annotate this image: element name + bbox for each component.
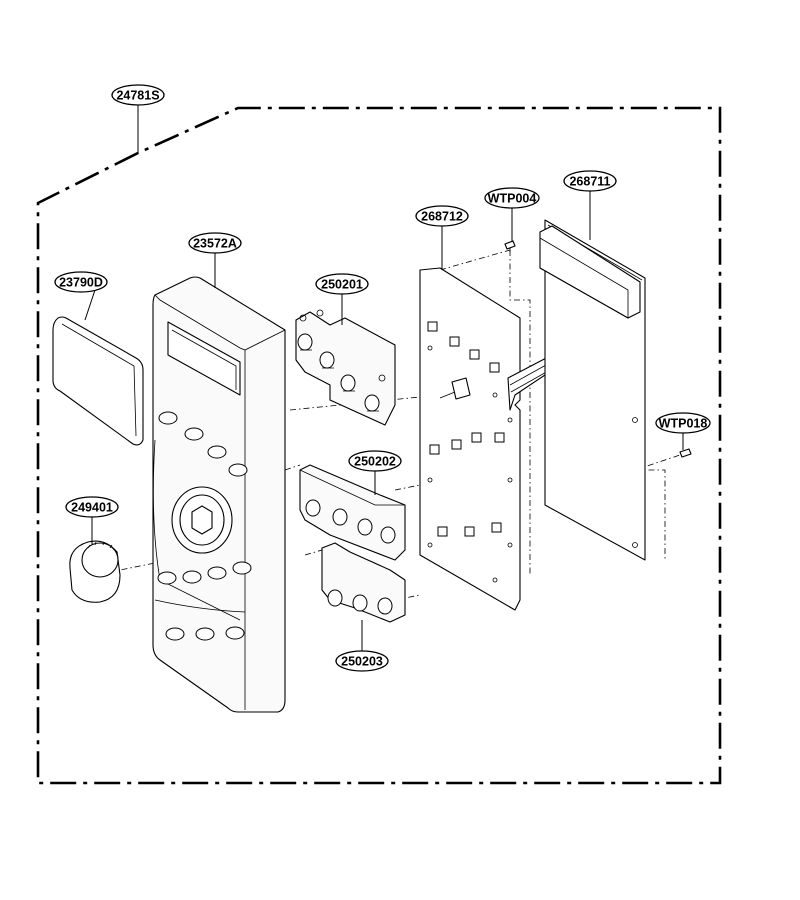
callout-assembly: 24781S — [111, 84, 165, 106]
callout-pcb-display: 268711 — [563, 170, 617, 192]
assembly-boundary — [36, 106, 722, 785]
callout-button-set-lower: 250203 — [335, 650, 389, 672]
callout-button-set-upper: 250201 — [315, 273, 369, 295]
knob-part — [69, 540, 121, 603]
control-panel-part — [152, 276, 286, 713]
callout-label-button-set-lower: 250203 — [341, 655, 383, 669]
callout-label-button-set-upper: 250201 — [321, 278, 363, 292]
button-set-lower-part — [321, 542, 406, 623]
pcb-display-part — [539, 219, 646, 561]
screw-upper-part — [504, 240, 516, 252]
callout-label-screw-upper: WTP004 — [488, 192, 537, 206]
leader-lines — [84, 104, 684, 652]
button-set-upper-part — [295, 309, 396, 426]
callout-control-panel: 23572A — [188, 232, 242, 254]
callout-pcb-main: 268712 — [415, 205, 469, 227]
callout-labels: 24781S 23790D 23572A 249401 250201 25020… — [54, 84, 711, 672]
callout-knob: 249401 — [65, 496, 119, 518]
callout-label-screw-lower: WTP018 — [659, 417, 708, 431]
callout-screw-lower: WTP018 — [655, 412, 711, 434]
callout-label-display-window: 23790D — [59, 276, 103, 290]
callout-label-knob: 249401 — [71, 501, 113, 515]
callout-display-window: 23790D — [54, 271, 108, 293]
pcb-main-part — [419, 267, 561, 611]
button-set-middle-part — [299, 464, 406, 561]
screw-lower-part — [679, 448, 692, 458]
callout-screw-upper: WTP004 — [484, 187, 540, 209]
callout-label-pcb-display: 268711 — [569, 175, 610, 189]
callout-label-assembly: 24781S — [116, 89, 159, 103]
display-window-part — [52, 316, 144, 446]
callout-button-set-middle: 250202 — [348, 450, 402, 472]
callout-label-pcb-main: 268712 — [421, 210, 463, 224]
callout-label-button-set-middle: 250202 — [354, 455, 396, 469]
callout-label-control-panel: 23572A — [193, 237, 237, 251]
